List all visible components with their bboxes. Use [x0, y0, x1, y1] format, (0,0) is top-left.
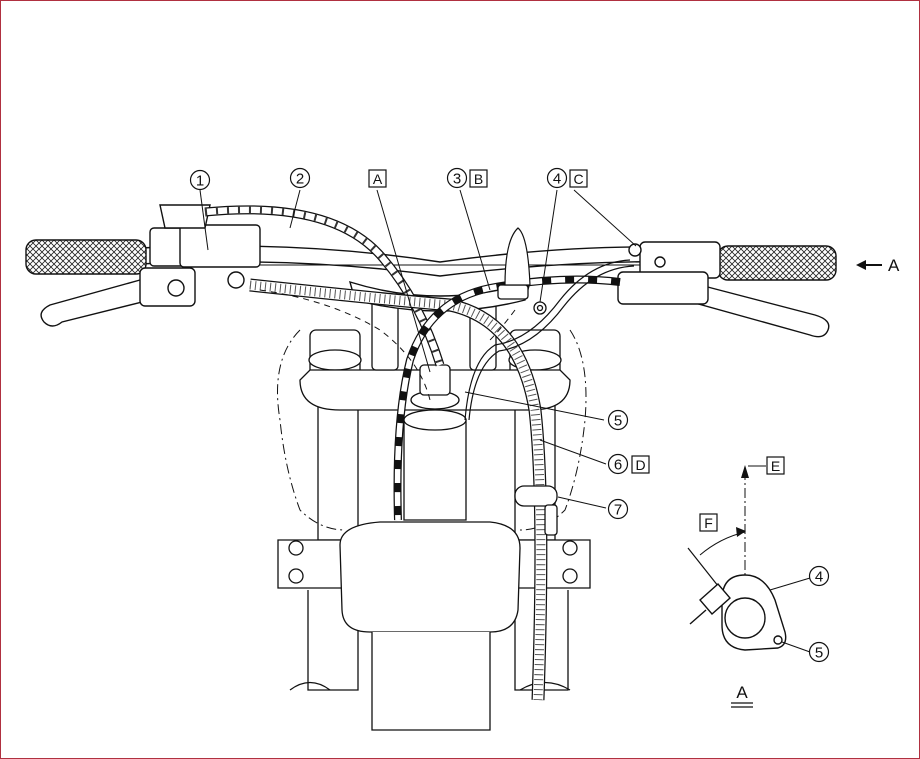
svg-text:A: A	[373, 171, 383, 187]
svg-text:E: E	[771, 458, 780, 474]
svg-text:A: A	[736, 683, 748, 702]
leader-lines	[199, 189, 637, 509]
svg-text:5: 5	[614, 413, 622, 430]
view-arrow: A	[856, 256, 900, 275]
svg-text:7: 7	[614, 502, 622, 519]
letter-box-C: C	[569, 169, 588, 188]
clutch-lever	[40, 279, 152, 327]
letter-box-B: B	[469, 169, 488, 188]
callout-6: 6	[607, 453, 629, 475]
svg-text:2: 2	[296, 171, 304, 188]
hot-start-cable	[464, 259, 635, 421]
inset-view-label: A	[731, 683, 753, 708]
inset-clamp	[689, 574, 787, 651]
letter-box-A: A	[368, 169, 387, 188]
callout-1: 1	[189, 169, 211, 191]
svg-text:5: 5	[815, 645, 823, 662]
callout-5: 5	[607, 409, 629, 431]
cable-clamp	[497, 284, 547, 315]
clutch-cable	[249, 278, 548, 701]
inset-callout-5: 5	[808, 641, 830, 663]
svg-text:D: D	[635, 457, 645, 473]
throttle-cable	[393, 275, 621, 521]
letter-box-E: E	[748, 456, 785, 475]
front-brake-master-cylinder	[139, 204, 261, 307]
svg-text:3: 3	[453, 171, 461, 188]
headlight-mount	[504, 227, 531, 286]
inset-detail: E F 4 5 A	[687, 456, 830, 708]
svg-text:4: 4	[553, 171, 561, 188]
left-grip	[25, 239, 147, 275]
arrow-left-icon	[856, 260, 866, 270]
right-grip	[717, 245, 837, 281]
throttle-housing	[617, 241, 721, 305]
callout-2: 2	[289, 167, 311, 189]
callout-4: 4	[546, 167, 568, 189]
arrow-right-icon	[736, 527, 746, 537]
arrow-up-icon	[741, 465, 749, 478]
svg-text:1: 1	[196, 173, 204, 190]
center-dashed-cable	[259, 289, 516, 401]
svg-text:A: A	[888, 256, 900, 275]
svg-text:6: 6	[614, 457, 622, 474]
brake-lever	[694, 284, 830, 338]
inset-callout-4: 4	[808, 565, 830, 587]
cable-guide	[514, 485, 558, 536]
letter-box-D: D	[631, 455, 650, 474]
callout-7: 7	[607, 498, 629, 520]
svg-text:4: 4	[815, 569, 823, 586]
svg-text:C: C	[573, 171, 583, 187]
letter-box-F: F	[699, 513, 718, 532]
svg-text:B: B	[474, 171, 483, 187]
svg-text:F: F	[704, 515, 713, 531]
callout-3: 3	[446, 167, 468, 189]
